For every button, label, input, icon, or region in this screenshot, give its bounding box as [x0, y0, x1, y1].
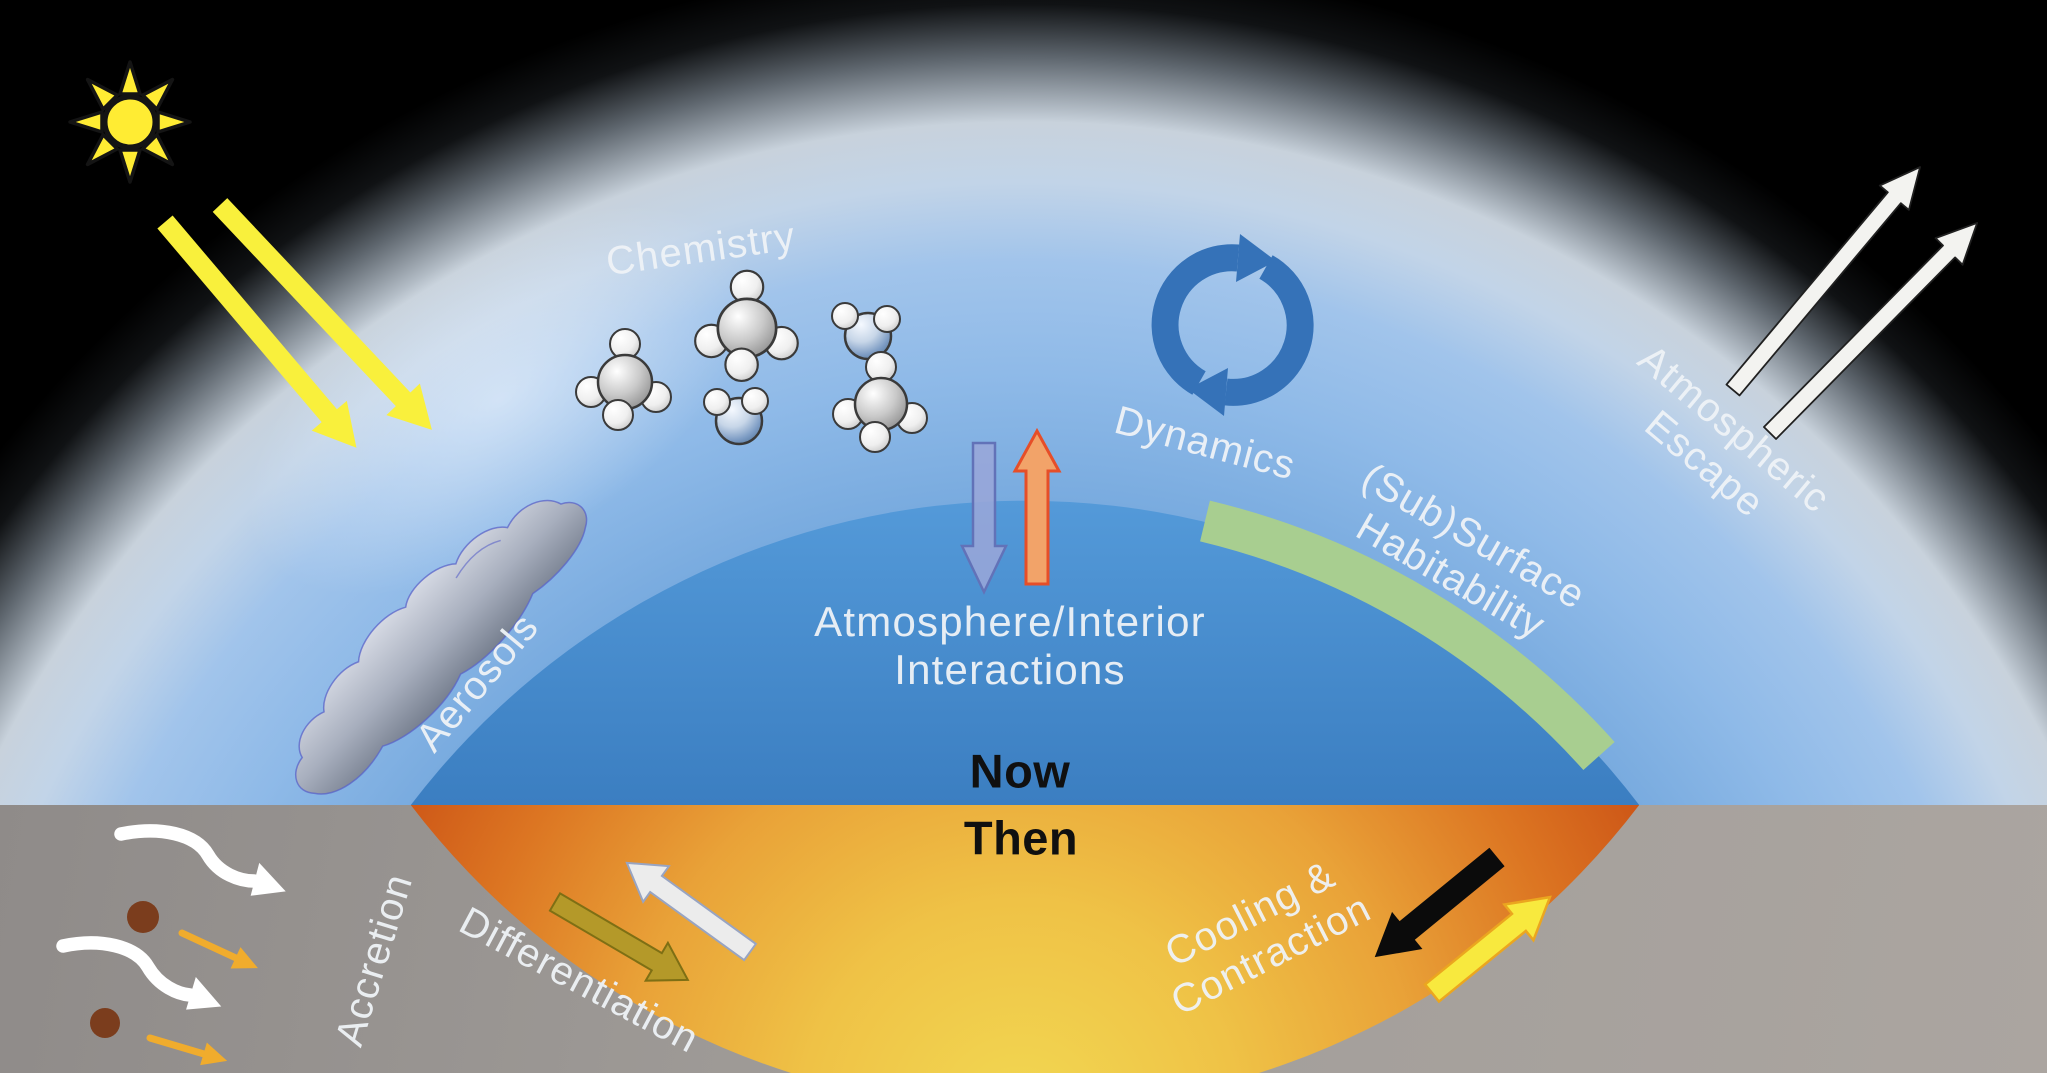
block-arrow-icon — [625, 861, 758, 962]
pebble-dot-icon — [127, 901, 159, 933]
accretion-infall-icons — [56, 824, 286, 1066]
epoch-then: Then — [963, 811, 1079, 865]
epoch-now: Now — [969, 744, 1071, 798]
down-arrow-icon — [960, 441, 1008, 595]
habitable-zone-arc — [1200, 500, 1615, 771]
sunbeam-arrow-icon — [157, 198, 432, 448]
label-atmosphere-interior-line1: Atmosphere/Interior — [814, 598, 1206, 646]
escape-arrow-icon — [1725, 166, 1979, 440]
cooling-contraction-arrows — [1374, 847, 1552, 1004]
cycle-arrows-icon — [1151, 234, 1314, 416]
squiggle-arrow-icon — [56, 824, 286, 1010]
infall-arrow-icon — [146, 929, 258, 1066]
block-arrow-icon — [1423, 895, 1552, 1004]
interior-exchange-arrows — [960, 427, 1062, 595]
pebble-dot-icon — [90, 1008, 120, 1038]
block-arrow-icon — [1374, 847, 1505, 958]
planet-then-hemisphere — [410, 805, 1640, 1073]
sun-icon — [68, 60, 192, 184]
molecule-icon — [575, 269, 928, 453]
label-atmosphere-interior-line2: Interactions — [894, 646, 1126, 693]
differentiation-arrows — [548, 861, 758, 982]
up-arrow-icon — [1012, 427, 1062, 586]
label-atmosphere-interior: Atmosphere/Interior Interactions — [814, 598, 1206, 694]
block-arrow-icon — [548, 892, 690, 982]
aerosol-cloud-icon — [294, 499, 588, 795]
